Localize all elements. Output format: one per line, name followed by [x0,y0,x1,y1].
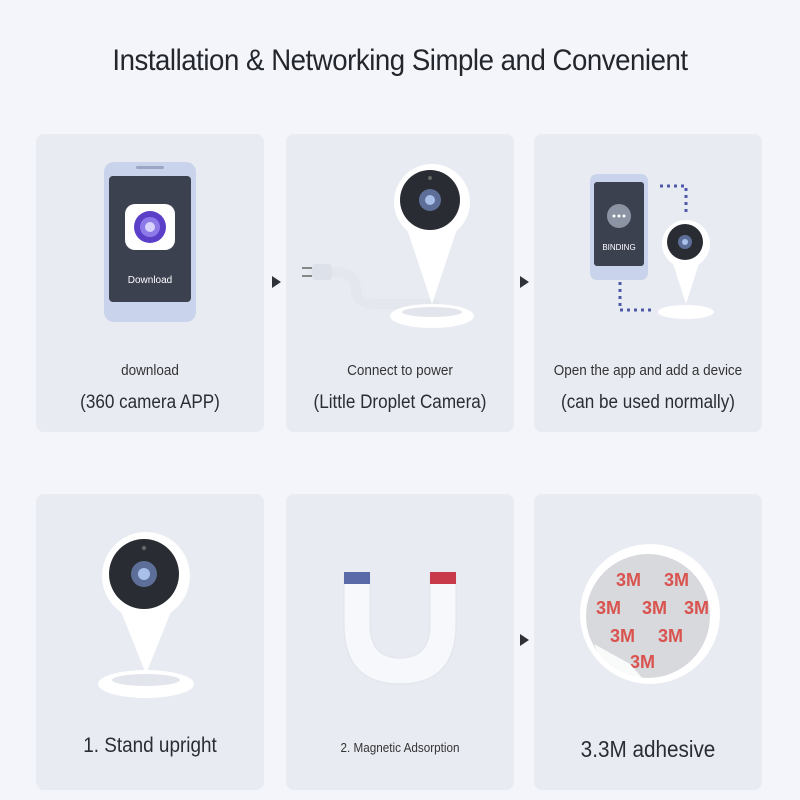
arrow-icon [272,276,281,288]
arrow-icon [520,634,529,646]
mount-card-stand: 1. Stand upright [36,494,264,790]
sticker-text: 3M [596,598,621,618]
adhesive-sticker-illustration: 3M 3M 3M 3M 3M 3M 3M 3M [580,544,720,684]
binding-illustration: BINDING [590,174,714,319]
step-card-power: Connect to power (Little Droplet Camera) [286,134,514,432]
mount-3-label: 3.3M adhesive [580,736,716,762]
mount-2-label: 2. Magnetic Adsorption [340,740,460,755]
step-2-subcaption: (Little Droplet Camera) [313,392,487,413]
magnet-red-pole [430,572,456,584]
step-1-caption: download [121,362,179,379]
sticker-text: 3M [616,570,641,590]
mount-card-magnet: 2. Magnetic Adsorption [286,494,514,790]
camera-power-illustration [302,164,474,328]
step-3-caption: Open the app and add a device [553,362,743,379]
sticker-text: 3M [630,652,655,672]
camera-stand-illustration [98,532,194,698]
mount-card-adhesive: 3M 3M 3M 3M 3M 3M 3M 3M 3.3M adhesive [534,494,762,790]
mount-1-label: 1. Stand upright [83,734,217,757]
sticker-text: 3M [658,626,683,646]
sticker-text: 3M [610,626,635,646]
magnet-blue-pole [344,572,370,584]
arrow-icon [520,276,529,288]
phone-app-illustration: Download [104,162,196,322]
step-1-subcaption: (360 camera APP) [80,392,220,413]
step-2-caption: Connect to power [347,362,453,379]
step-card-binding: BINDING Open the app and add a device (c… [534,134,762,432]
step-card-download: Download download (360 camera APP) [36,134,264,432]
binding-screen-label: BINDING [602,243,635,252]
sticker-text: 3M [684,598,709,618]
magnet-illustration [343,572,457,685]
sticker-text: 3M [664,570,689,590]
step-3-subcaption: (can be used normally) [561,392,735,413]
download-screen-label: Download [128,275,172,286]
page-title: Installation & Networking Simple and Con… [112,44,688,77]
sticker-text: 3M [642,598,667,618]
